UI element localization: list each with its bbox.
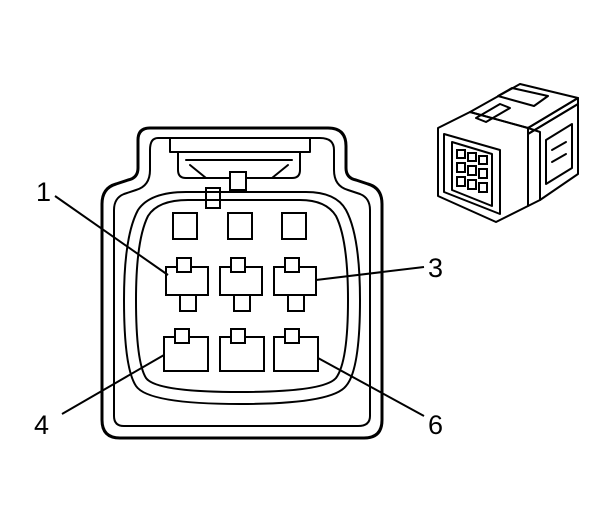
cavity-seal — [123, 191, 361, 405]
callout-pin-4: 4 — [34, 410, 49, 440]
stem-1 — [179, 294, 197, 312]
stem-2 — [233, 294, 251, 312]
latch-tab — [229, 171, 247, 191]
terminal-pin-3 — [273, 257, 317, 296]
callout-pin-3: 3 — [428, 253, 443, 283]
latch — [169, 137, 311, 209]
cavity-top-3 — [281, 212, 307, 240]
connector-face — [100, 126, 384, 440]
callout-pin-1: 1 — [36, 177, 51, 207]
housing-outer — [100, 126, 384, 440]
leader-line-1 — [54, 195, 169, 276]
housing-inner — [113, 137, 371, 427]
terminal-pin-6 — [273, 328, 319, 372]
terminal-pin-4 — [163, 328, 209, 372]
leader-line-4 — [61, 354, 165, 415]
cavity-seal-inner — [135, 199, 349, 393]
leader-line-3 — [315, 266, 425, 281]
terminal-pin-1 — [165, 257, 209, 296]
connector-isometric-view — [437, 83, 579, 223]
terminal-pin-5 — [219, 328, 265, 372]
cavity-top-1 — [172, 212, 198, 240]
callout-pin-6: 6 — [428, 410, 443, 440]
cavity-top-2 — [227, 212, 253, 240]
leader-line-6 — [317, 357, 425, 417]
terminal-pin-2 — [219, 257, 263, 296]
stem-3 — [287, 294, 305, 312]
